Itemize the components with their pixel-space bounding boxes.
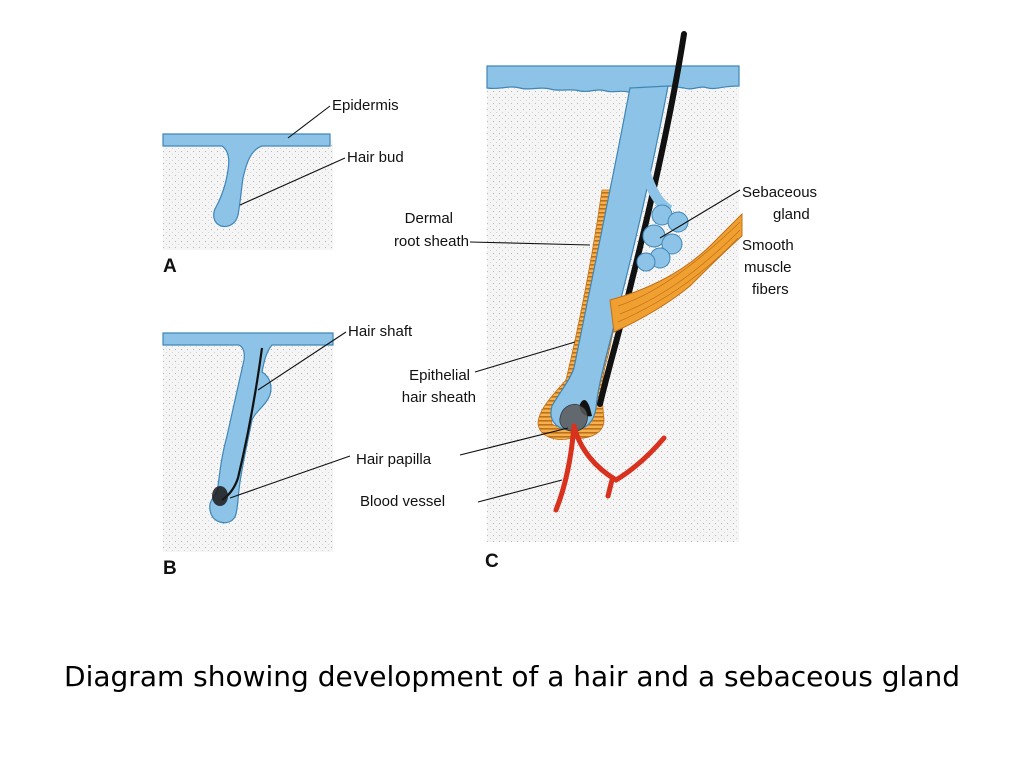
- hair-development-diagram: A B C: [162, 31, 817, 579]
- panel-a-epidermis: [162, 133, 331, 228]
- panel-a: A: [162, 133, 333, 277]
- leader-blood-vessel: [477, 479, 563, 503]
- label-epithelial-hair-sheath-line2: hair sheath: [402, 389, 476, 406]
- panel-c-hair-papilla: [559, 404, 588, 432]
- panel-c-sebaceous-gland: [635, 149, 689, 272]
- label-smooth-muscle-line2: muscle: [744, 259, 792, 276]
- label-sebaceous-gland-line1: Sebaceous: [742, 184, 817, 201]
- leader-hair-bud: [239, 157, 346, 206]
- panel-c-follicle: [550, 85, 669, 431]
- label-hair-bud: Hair bud: [347, 149, 404, 166]
- label-blood-vessel: Blood vessel: [360, 493, 445, 510]
- label-sebaceous-gland-line2: gland: [773, 206, 810, 223]
- panel-b-letter: B: [163, 558, 177, 579]
- leader-hair-papilla: [459, 427, 569, 456]
- panel-a-letter: A: [163, 256, 177, 277]
- leader-epidermis: [287, 105, 331, 139]
- label-hair-shaft: Hair shaft: [348, 323, 413, 340]
- label-dermal-root-sheath-line1: Dermal: [405, 210, 453, 227]
- leader-hair-shaft: [257, 331, 347, 391]
- leader-sebaceous-gland: [659, 189, 741, 239]
- panel-c-letter: C: [485, 551, 499, 572]
- label-smooth-muscle-line1: Smooth: [742, 237, 794, 254]
- leader-hair-papilla-b: [229, 455, 351, 499]
- panel-c-muscle-fiber-lines: [617, 221, 741, 323]
- leader-dermal-root-sheath: [469, 241, 591, 246]
- panel-c: C: [485, 31, 743, 572]
- leader-epithelial-hair-sheath: [474, 341, 576, 373]
- panel-b-hair-shaft-line: [221, 347, 264, 501]
- panel-c-smooth-muscle: [609, 212, 743, 333]
- label-epithelial-hair-sheath-line1: Epithelial: [409, 367, 470, 384]
- label-hair-papilla: Hair papilla: [356, 451, 432, 468]
- panel-b: B: [162, 332, 334, 579]
- panel-c-hair-shaft: [597, 31, 687, 407]
- leader-lines: [229, 105, 741, 503]
- label-epidermis: Epidermis: [332, 97, 399, 114]
- panel-c-blood-vessel: [553, 423, 667, 513]
- label-dermal-root-sheath-line2: root sheath: [394, 233, 469, 250]
- figure-caption: Diagram showing development of a hair an…: [64, 660, 960, 693]
- label-smooth-muscle-line3: fibers: [752, 281, 789, 298]
- panel-b-hair-bulb: [212, 486, 228, 506]
